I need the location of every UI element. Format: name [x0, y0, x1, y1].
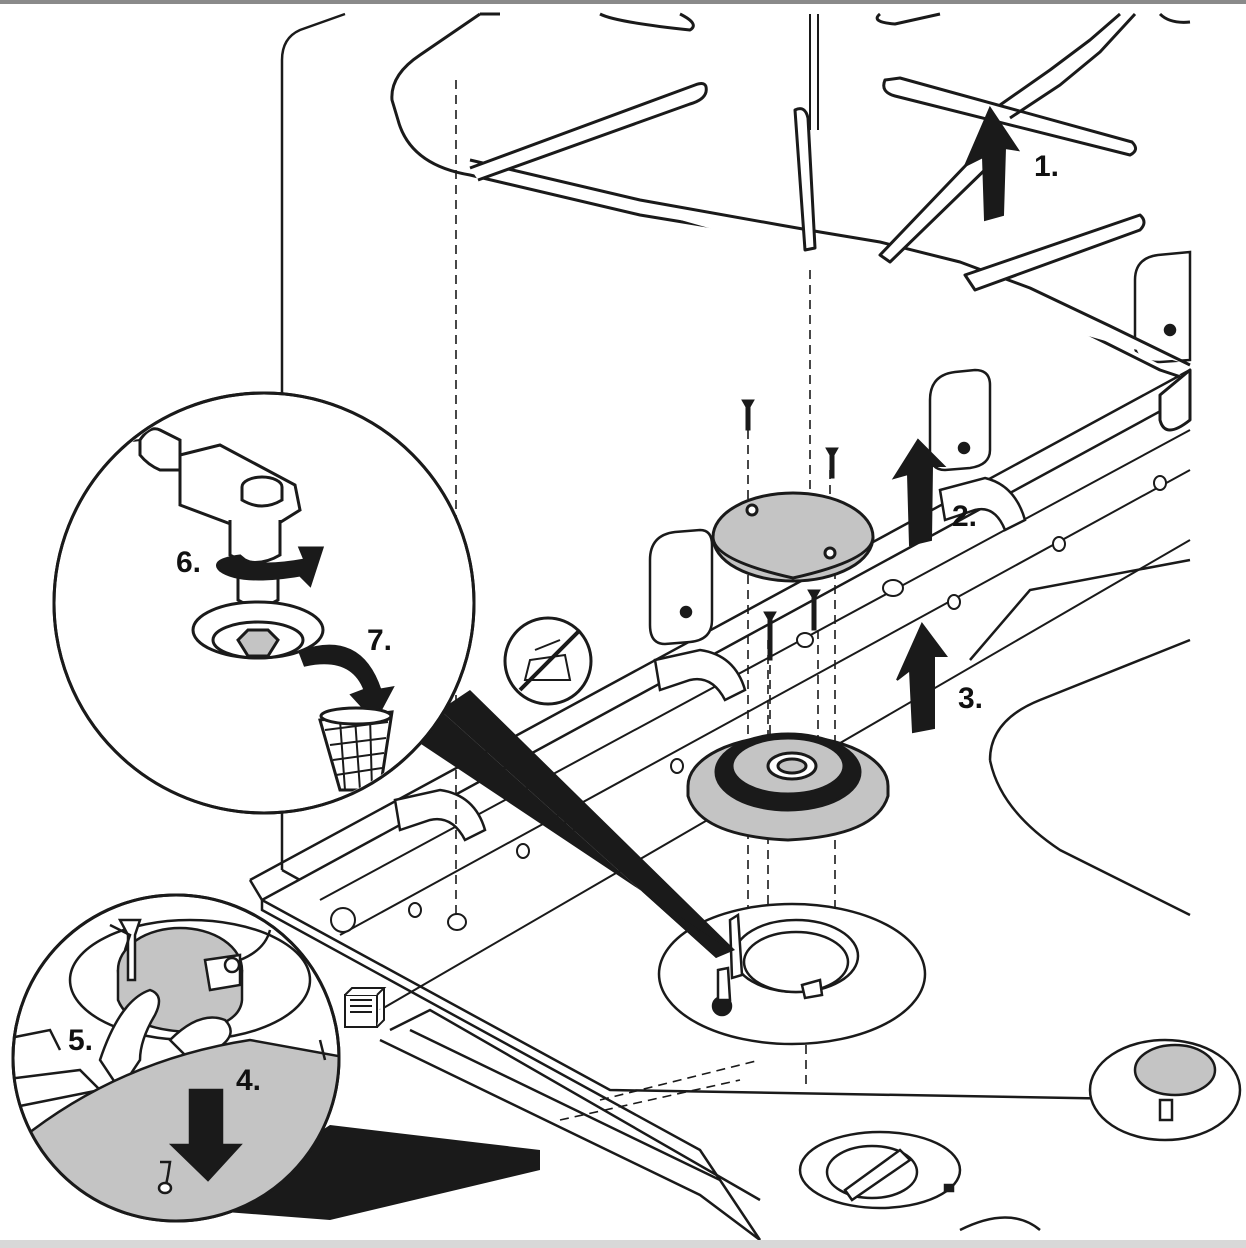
step-labels: 1. 2. 3. [952, 150, 1059, 715]
top-border [0, 0, 1246, 4]
callout-removal-detail: 5. 4. [11, 893, 341, 1223]
callout-injector-detail: 6. 7. [52, 391, 476, 815]
step-2-label: 2. [952, 500, 977, 533]
no-tools-icon [503, 616, 593, 706]
hob-front-edge [318, 1028, 761, 1241]
step-5-label: 5. [68, 1024, 93, 1057]
screws [741, 399, 839, 661]
bottom-border [0, 1240, 1246, 1248]
hob-surface [248, 368, 1191, 1241]
electrode-block [344, 987, 387, 1028]
up-arrows [891, 105, 1021, 734]
pan-support-grate [390, 12, 1192, 432]
callout-connector-bottom [200, 1125, 540, 1220]
burner-cap [711, 491, 875, 583]
grate-pillar [809, 14, 819, 130]
step-3-label: 3. [958, 682, 983, 715]
callout-wedge [440, 690, 735, 958]
pan-support-clips [393, 250, 1192, 842]
callout-wedge-shadow [400, 710, 730, 958]
flame-spreader [686, 732, 890, 842]
back-panel [280, 12, 346, 882]
step-4-label: 4. [236, 1064, 261, 1097]
control-knob [798, 1130, 1041, 1232]
step-7-label: 7. [367, 624, 392, 657]
burner-base [657, 902, 927, 1046]
step-6-label: 6. [176, 546, 201, 579]
lower-right-burner [1088, 1038, 1242, 1142]
step-1-label: 1. [1034, 150, 1059, 183]
